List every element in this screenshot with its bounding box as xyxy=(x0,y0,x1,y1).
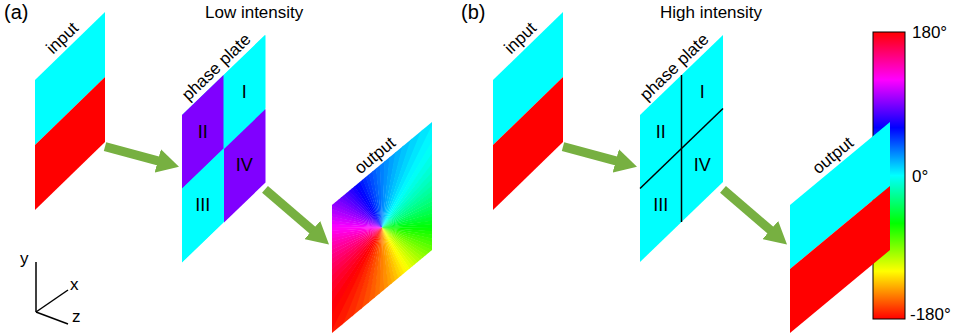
phase-wedge xyxy=(272,29,382,228)
phase-wedge xyxy=(166,228,382,289)
phase-region xyxy=(182,149,224,263)
phase-wedge xyxy=(382,30,494,228)
colorbar-tick: 0° xyxy=(912,168,928,185)
phase-wedge xyxy=(162,228,382,259)
phase-wedge xyxy=(247,44,382,228)
phase-wedge xyxy=(382,212,602,230)
z-axis xyxy=(36,312,68,324)
phase-wedge xyxy=(170,228,382,303)
output-plane: output xyxy=(790,122,890,333)
phase-wedge xyxy=(382,228,583,333)
phase-region xyxy=(224,109,266,223)
phase-region xyxy=(682,109,724,223)
divider-line xyxy=(640,109,723,189)
phase-wedge xyxy=(382,182,600,228)
phase-wedge xyxy=(235,53,382,228)
axis-label: y xyxy=(20,250,29,267)
phase-wedge xyxy=(382,228,405,335)
phase-wedge xyxy=(382,138,590,227)
x-axis xyxy=(36,290,68,312)
y-axis xyxy=(35,262,37,312)
plate-quadrant: IV xyxy=(224,109,266,223)
quadrant-label: IV xyxy=(694,156,711,174)
phase-wedge xyxy=(382,228,492,335)
phase-wedge xyxy=(164,228,382,274)
input-plane: input xyxy=(493,12,563,210)
phase-wedge xyxy=(174,228,382,317)
colorbar-tick: -180° xyxy=(910,306,951,323)
phase-plate: IIIIIIIVphase plate xyxy=(640,35,723,262)
phase-region xyxy=(790,186,890,333)
phase-region xyxy=(493,77,563,210)
phase-wedge xyxy=(382,167,598,228)
axis-label: z xyxy=(72,308,81,325)
plate-quadrant: III xyxy=(182,149,224,263)
plate-quadrant: III xyxy=(640,149,682,263)
beam-arrow xyxy=(265,189,315,232)
phase-wedge xyxy=(175,136,382,228)
phase-wedge xyxy=(382,37,507,228)
phase-wedge xyxy=(213,73,382,227)
beam-arrow xyxy=(563,147,620,162)
phase-plate: IIIIIIIVphase plate xyxy=(182,35,265,262)
phase-wedge xyxy=(382,228,540,335)
quadrant-label: III xyxy=(195,196,210,214)
phase-wedge xyxy=(259,36,382,228)
phase-wedge xyxy=(382,228,420,335)
phase-wedge xyxy=(224,62,382,227)
quadrant-label: II xyxy=(656,123,666,141)
phase-wedge xyxy=(188,109,382,228)
phase-wedge xyxy=(382,228,551,335)
phase-wedge xyxy=(314,13,382,227)
phase-wedge xyxy=(181,122,382,227)
phase-wedge xyxy=(382,228,478,335)
phase-region xyxy=(35,77,105,210)
phase-wedge xyxy=(382,197,602,228)
output-plane: output xyxy=(332,122,432,333)
input-plane: input xyxy=(35,12,105,210)
quadrant-label: I xyxy=(242,83,247,101)
phase-wedge xyxy=(329,10,382,227)
phase-wedge xyxy=(382,228,560,335)
panel-letter: (a) xyxy=(4,2,28,22)
phase-wedge xyxy=(286,23,382,228)
panel-title: Low intensity xyxy=(205,4,303,21)
plate-quadrant: IV xyxy=(682,109,724,223)
phase-wedge xyxy=(300,18,382,228)
phase-wedge xyxy=(382,228,589,320)
phase-wedge xyxy=(382,228,576,335)
quadrant-label: IV xyxy=(236,156,253,174)
phase-region xyxy=(640,149,682,263)
phase-wedge xyxy=(359,8,382,228)
phase-wedge xyxy=(162,225,382,243)
panel-letter: (b) xyxy=(461,2,485,22)
quadrant-label: II xyxy=(198,123,208,141)
vortex-phase xyxy=(162,8,602,335)
phase-wedge xyxy=(382,228,517,335)
phase-wedge xyxy=(382,228,464,335)
phase-wedge xyxy=(382,228,569,335)
phase-wedge xyxy=(180,228,382,331)
quadrant-label: III xyxy=(653,196,668,214)
phase-wedge xyxy=(382,152,594,227)
axis-label: x xyxy=(70,276,79,293)
phase-wedge xyxy=(382,228,529,335)
phase-wedge xyxy=(204,84,382,227)
beam-arrow xyxy=(723,189,773,232)
phase-wedge xyxy=(344,8,382,227)
axes xyxy=(36,262,68,324)
beam-arrow xyxy=(105,147,162,162)
colorbar-tick: 180° xyxy=(912,24,947,41)
phase-wedge xyxy=(382,228,505,335)
phase-wedge xyxy=(187,228,382,335)
panel-title: High intensity xyxy=(660,4,762,21)
quadrant-label: I xyxy=(700,83,705,101)
